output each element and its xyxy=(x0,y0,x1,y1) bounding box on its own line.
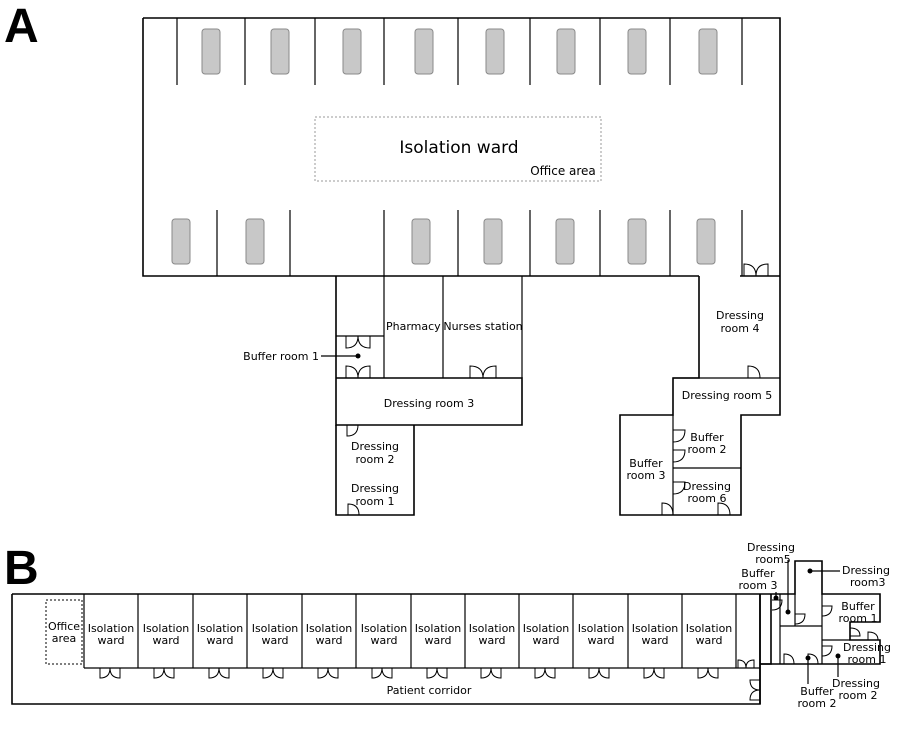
right-wing xyxy=(619,263,781,516)
office-area-label: Office area xyxy=(530,164,596,178)
panel-label-a: A xyxy=(4,0,39,53)
top-room-partitions xyxy=(176,18,743,85)
office-area-box xyxy=(314,116,602,182)
panel-b-floor-plan: Office area IsolationwardIsolationwardIs… xyxy=(11,541,891,710)
office-area-b-label-1: Office xyxy=(48,620,80,633)
dressing-room-1-label-1: Dressing xyxy=(351,482,399,495)
isolation-ward-7-label-1: Isolation xyxy=(415,622,462,635)
dressing-room5-b-label-1: Dressing xyxy=(747,541,795,554)
bottom-room-partitions xyxy=(216,210,743,276)
dressing-room-2-label-2: room 2 xyxy=(356,453,395,466)
bottom-beds xyxy=(171,218,716,265)
buffer-room-1-b-label-2: room 1 xyxy=(839,612,878,625)
buffer-room-2a-label-1: Buffer xyxy=(690,431,724,444)
dressing-room-1-b-label-2: room 1 xyxy=(848,653,887,666)
buffer-room-3-b-label-2: room 3 xyxy=(739,579,778,592)
dressing-room-3-label: Dressing room 3 xyxy=(384,397,474,410)
buffer-room-1-label: Buffer room 1 xyxy=(243,350,319,363)
isolation-ward-label: Isolation ward xyxy=(399,138,518,158)
isolation-ward-9-label-1: Isolation xyxy=(523,622,570,635)
ward-doors xyxy=(99,659,761,701)
isolation-ward-9-label-2: ward xyxy=(532,634,559,647)
isolation-ward-10-label-1: Isolation xyxy=(578,622,625,635)
buffer-room-3-b-label-1: Buffer xyxy=(741,567,775,580)
dressing-room-6-label-2: room 6 xyxy=(688,492,727,505)
dressing-room5-b-label-2: room5 xyxy=(755,553,790,566)
isolation-ward-2-label-2: ward xyxy=(152,634,179,647)
buffer-room-3a-label-1: Buffer xyxy=(629,457,663,470)
dressing-room3-b-label-1: Dressing xyxy=(842,564,890,577)
patient-corridor-label: Patient corridor xyxy=(387,684,472,697)
dressing-room3-b-label-2: room3 xyxy=(850,576,885,589)
dressing-room-2-b-label-1: Dressing xyxy=(832,677,880,690)
buffer-room-1-b-label-1: Buffer xyxy=(841,600,875,613)
isolation-ward-11-label-2: ward xyxy=(641,634,668,647)
office-area-b-label-2: area xyxy=(52,632,77,645)
isolation-ward-outline xyxy=(142,17,781,277)
isolation-ward-12-label-1: Isolation xyxy=(686,622,733,635)
isolation-ward-4-label-2: ward xyxy=(261,634,288,647)
isolation-ward-7-label-2: ward xyxy=(424,634,451,647)
dressing-room-5-label: Dressing room 5 xyxy=(682,389,772,402)
office-area-box-b xyxy=(45,599,83,665)
isolation-ward-1-label-1: Isolation xyxy=(88,622,135,635)
dressing-room-1-b-label-1: Dressing xyxy=(843,641,891,654)
isolation-ward-5-label-1: Isolation xyxy=(306,622,353,635)
isolation-ward-10-label-2: ward xyxy=(587,634,614,647)
ward-labels: IsolationwardIsolationwardIsolationwardI… xyxy=(88,622,733,647)
ward-partitions xyxy=(137,594,737,668)
dressing-room-1-label-2: room 1 xyxy=(356,495,395,508)
panel-label-b: B xyxy=(4,542,39,595)
top-beds xyxy=(201,28,718,75)
isolation-ward-3-label-2: ward xyxy=(206,634,233,647)
dressing-room-4-label-2: room 4 xyxy=(721,322,760,335)
dressing-room-4-label-1: Dressing xyxy=(716,309,764,322)
isolation-ward-11-label-1: Isolation xyxy=(632,622,679,635)
isolation-ward-1-label-2: ward xyxy=(97,634,124,647)
nurses-station-label: Nurses station xyxy=(443,320,522,333)
right-annex xyxy=(759,560,881,704)
isolation-ward-8-label-2: ward xyxy=(478,634,505,647)
buffer-room-3a-label-2: room 3 xyxy=(627,469,666,482)
isolation-ward-12-label-2: ward xyxy=(695,634,722,647)
isolation-ward-6-label-2: ward xyxy=(370,634,397,647)
dressing-room-2-label-1: Dressing xyxy=(351,440,399,453)
left-wing xyxy=(335,276,523,516)
buffer-room-2a-label-2: room 2 xyxy=(688,443,727,456)
isolation-ward-4-label-1: Isolation xyxy=(252,622,299,635)
isolation-ward-8-label-1: Isolation xyxy=(469,622,516,635)
isolation-ward-2-label-1: Isolation xyxy=(143,622,190,635)
dressing-room-6-label-1: Dressing xyxy=(683,480,731,493)
buffer-room-1-marker xyxy=(355,353,361,359)
isolation-ward-5-label-2: ward xyxy=(315,634,342,647)
pharmacy-label: Pharmacy xyxy=(386,320,441,333)
isolation-ward-3-label-1: Isolation xyxy=(197,622,244,635)
dressing-room-2-b-label-2: room 2 xyxy=(839,689,878,702)
isolation-ward-6-label-1: Isolation xyxy=(361,622,408,635)
buffer-room-2-b-label-1: Buffer xyxy=(800,685,834,698)
buffer-room-2-b-label-2: room 2 xyxy=(798,697,837,710)
panel-a-floor-plan: Isolation ward Office area Pharmacy Nurs… xyxy=(142,17,781,516)
